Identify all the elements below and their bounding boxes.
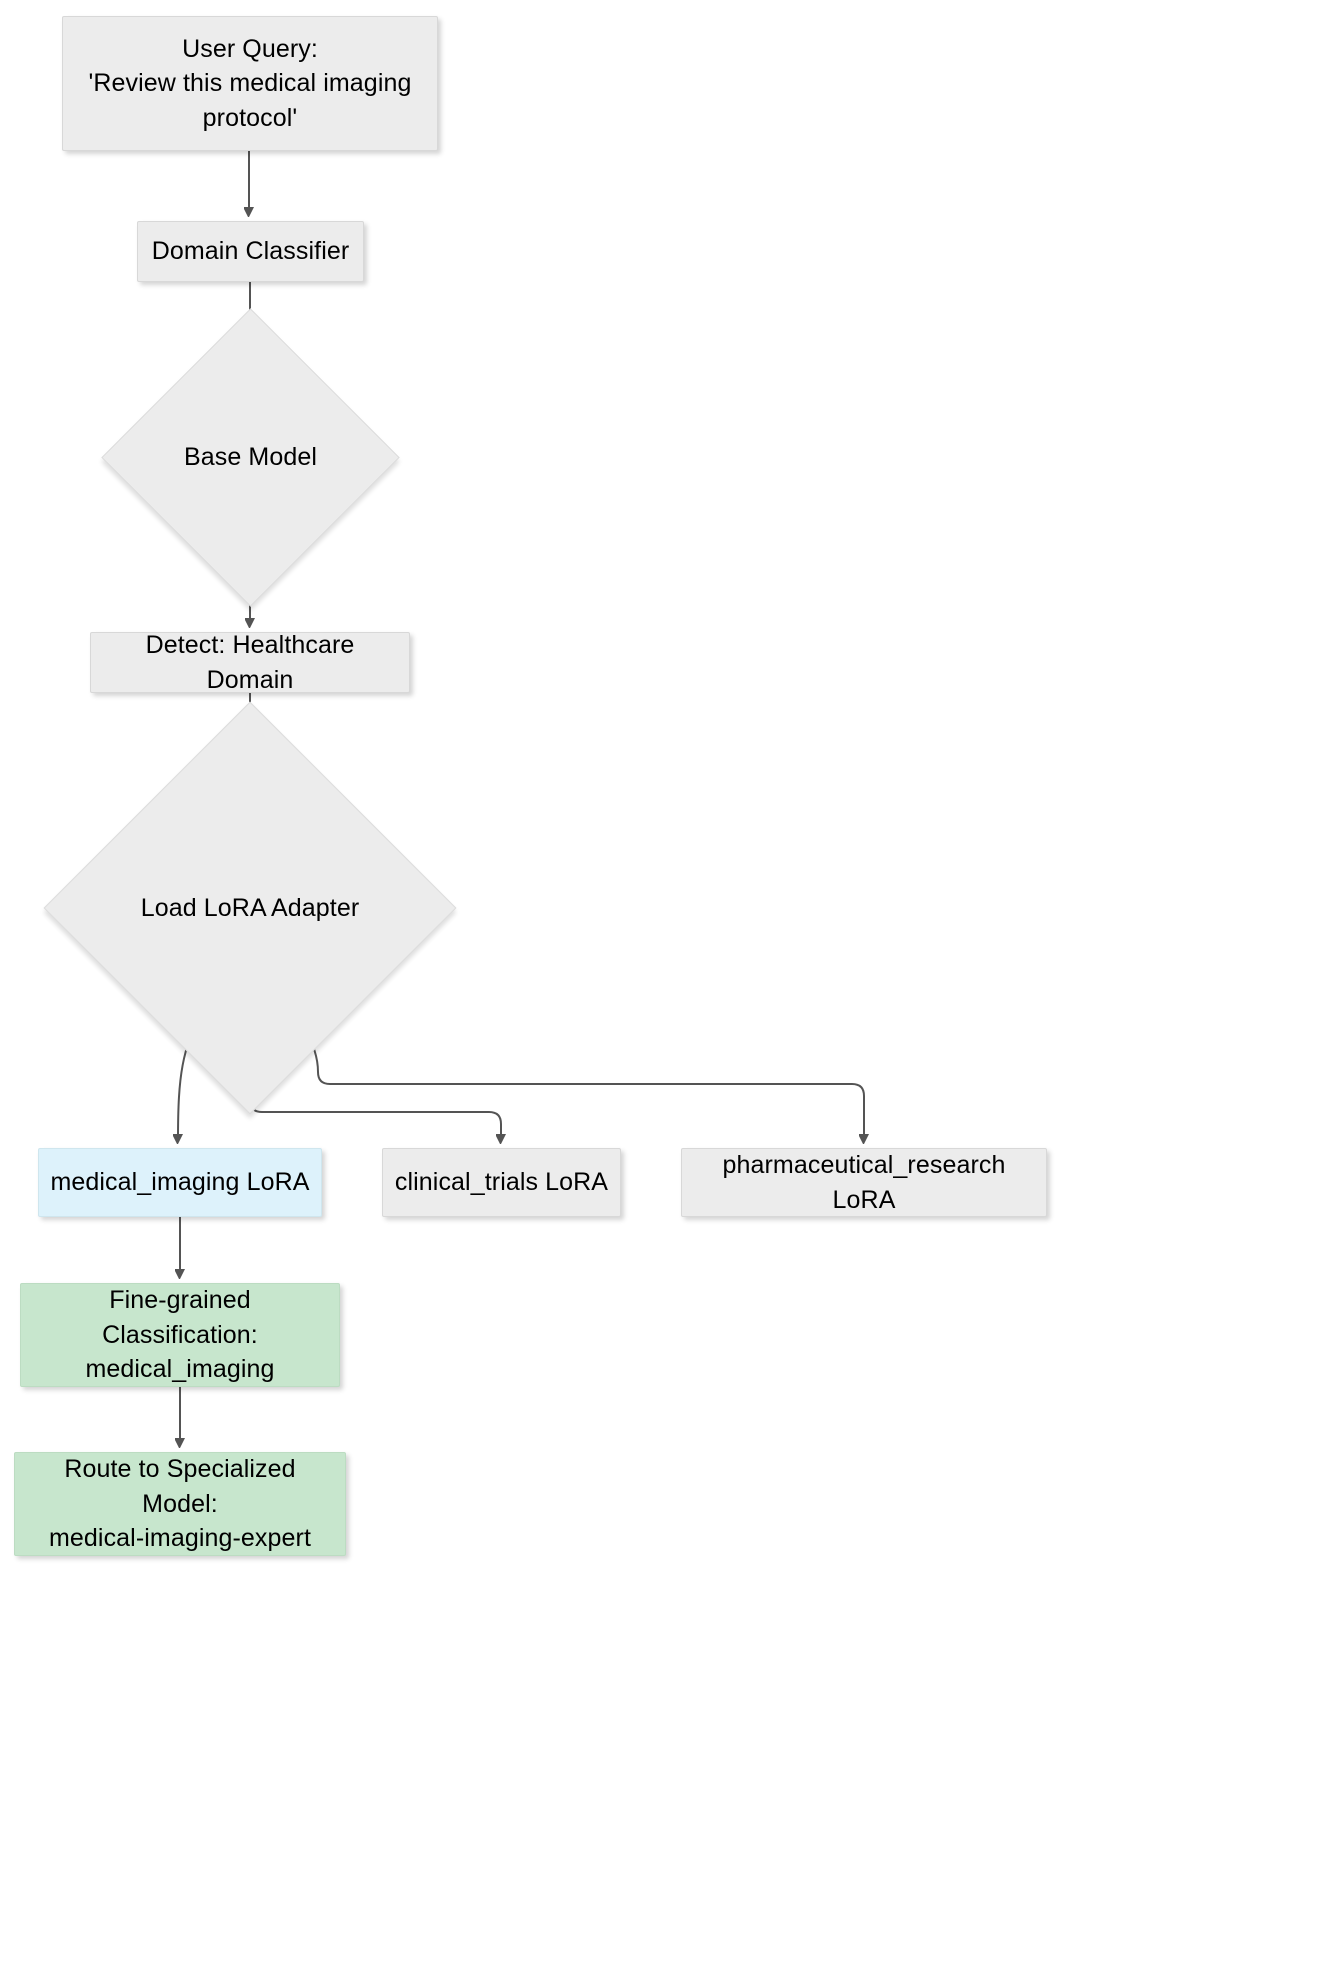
node-detect-healthcare-domain[interactable]: Detect: Healthcare Domain xyxy=(90,631,410,694)
node-base-model[interactable]: Base Model xyxy=(101,308,400,607)
node-label-domain-classifier: Domain Classifier xyxy=(151,237,350,266)
node-label-clinical-trials-lora: clinical_trials LoRA xyxy=(394,1168,609,1197)
node-user-query[interactable]: User Query: 'Review this medical imaging… xyxy=(62,16,438,151)
node-load-lora-adapter[interactable]: Load LoRA Adapter xyxy=(43,701,457,1115)
node-label-fine-grained-classification: Fine-grained Classification: medical_ima… xyxy=(85,1286,275,1384)
node-label-pharmaceutical-research-lora: pharmaceutical_research LoRA xyxy=(722,1151,1006,1214)
node-route-to-specialized-model[interactable]: Route to Specialized Model: medical-imag… xyxy=(14,1452,346,1556)
node-label-route-to-specialized-model: Route to Specialized Model: medical-imag… xyxy=(48,1455,312,1553)
node-pharmaceutical-research-lora[interactable]: pharmaceutical_research LoRA xyxy=(681,1148,1047,1217)
node-label-detect-healthcare-domain: Detect: Healthcare Domain xyxy=(145,631,355,694)
node-label-medical-imaging-lora: medical_imaging LoRA xyxy=(50,1168,310,1197)
node-label-load-lora-adapter: Load LoRA Adapter xyxy=(140,893,360,922)
node-label-base-model: Base Model xyxy=(183,443,318,472)
node-domain-classifier[interactable]: Domain Classifier xyxy=(137,221,364,282)
node-label-user-query: User Query: 'Review this medical imaging… xyxy=(88,34,412,132)
node-clinical-trials-lora[interactable]: clinical_trials LoRA xyxy=(382,1148,621,1217)
node-fine-grained-classification[interactable]: Fine-grained Classification: medical_ima… xyxy=(20,1283,340,1387)
node-medical-imaging-lora[interactable]: medical_imaging LoRA xyxy=(38,1148,322,1217)
